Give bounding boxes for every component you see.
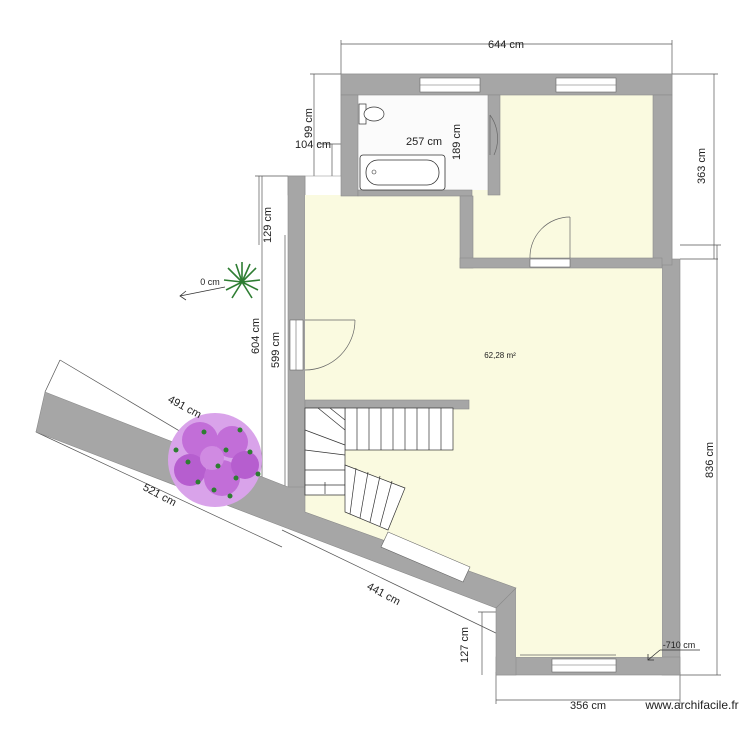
watermark: www.archifacile.fr [644,698,738,712]
dim-bottom-width: 356 cm [570,700,606,712]
doors [304,114,616,656]
level-zero-label: 0 cm [200,277,220,287]
dim-diag-441: 441 cm [365,581,402,609]
dim-diag-491: 491 cm [166,394,203,422]
dim-right-lower: 836 cm [704,442,716,478]
dim-left-129: 129 cm [262,207,274,243]
dim-bath-height: 189 cm [451,124,463,160]
dim-diag-521: 521 cm [141,482,178,510]
dim-right-upper: 363 cm [696,148,708,184]
window-left [289,319,304,371]
level-minus-label: -710 cm [663,640,696,650]
staircase [304,407,454,531]
plant-icon [223,262,261,299]
window-room [529,258,571,268]
dim-left-99: 99 cm [303,108,315,138]
dim-left-599: 599 cm [270,332,282,368]
dim-127: 127 cm [459,627,471,663]
windows [289,77,617,673]
dim-left-104: 104 cm [295,139,331,151]
room-area-label: 62,28 m² [484,351,516,360]
dim-bath-width: 257 cm [406,136,442,148]
level-arrow-icons [179,286,700,661]
upper-room-floor [472,95,653,258]
floors [305,95,662,657]
flower-bush-icon [168,413,262,507]
window-bottom [551,658,617,673]
bathtub [359,154,446,191]
dim-top-width: 644 cm [488,39,524,51]
toilet [358,103,385,125]
dim-left-604: 604 cm [250,318,262,354]
window-diagonal [380,531,471,583]
